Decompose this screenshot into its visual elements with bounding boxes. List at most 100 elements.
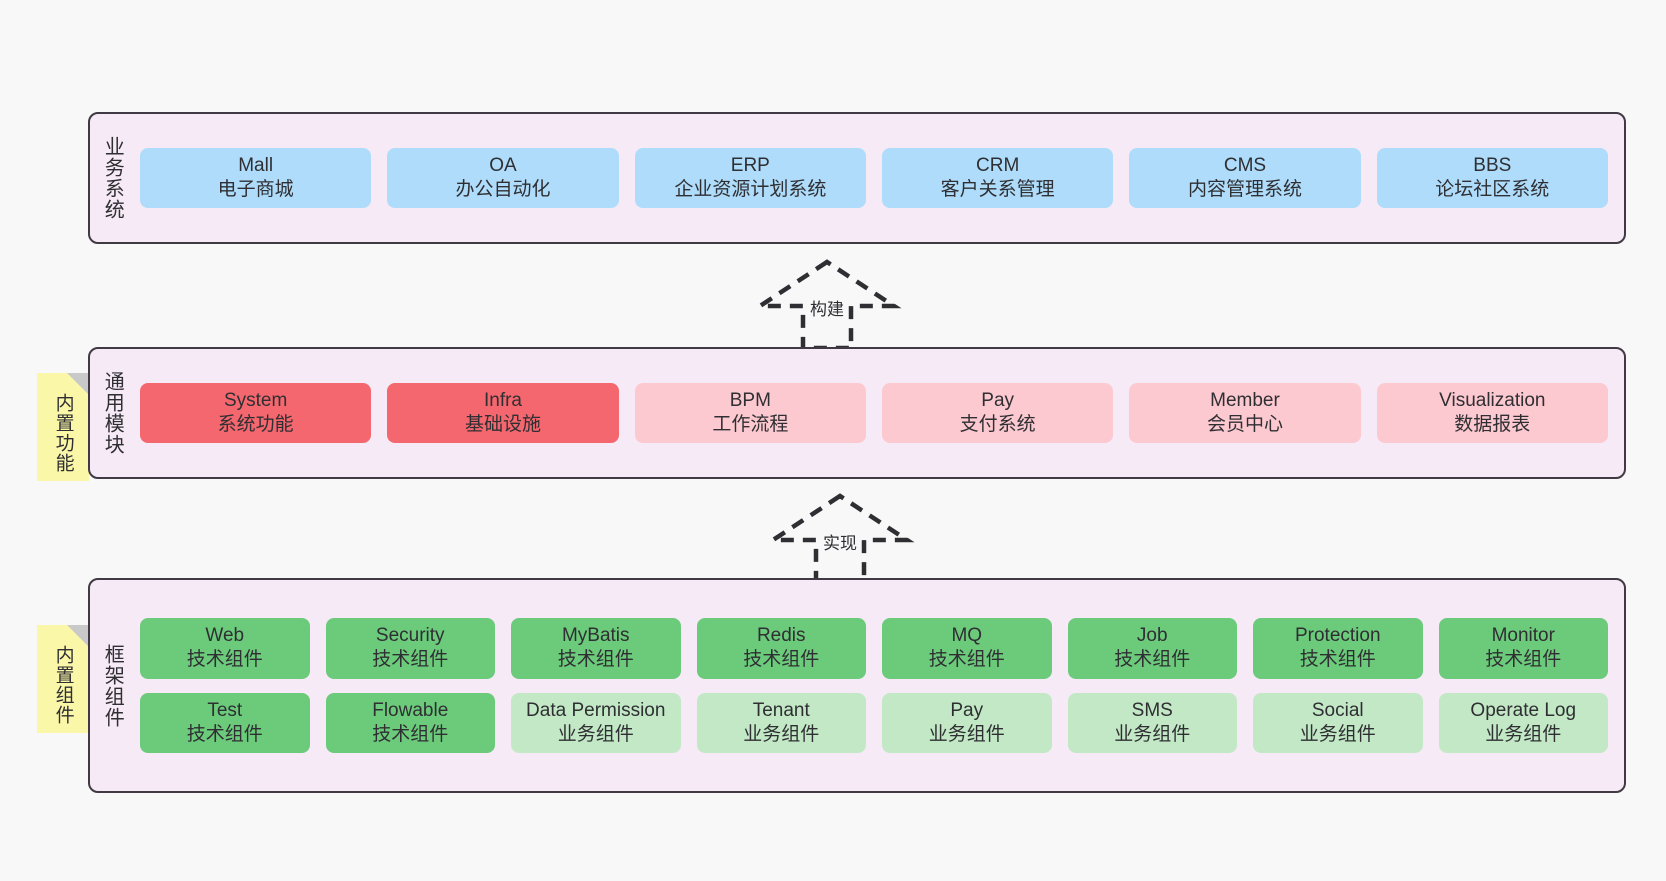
module-card-security[interactable]: Security 技术组件 (325, 617, 495, 679)
module-subtitle: 企业资源计划系统 (674, 179, 827, 200)
connector-build-label: 构建 (810, 300, 844, 319)
module-title: Redis (756, 624, 806, 646)
module-subtitle: 技术组件 (1485, 649, 1562, 671)
connector-build-arrow (752, 258, 905, 351)
layer-body-framework-components: Web 技术组件 Security 技术组件 MyBatis 技术组件 Redi… (134, 580, 1624, 791)
module-card-mq[interactable]: MQ 技术组件 (882, 617, 1052, 679)
module-subtitle: 业务组件 (557, 723, 634, 745)
sticky-note-builtin-function: 内置功能 (37, 373, 89, 481)
module-card-system[interactable]: System 系统功能 (140, 382, 372, 444)
note-label: 内置组件 (52, 645, 74, 725)
module-card-redis[interactable]: Redis 技术组件 (696, 617, 866, 679)
module-title: Job (1136, 624, 1168, 646)
module-subtitle: 工作流程 (712, 414, 789, 435)
module-subtitle: 技术组件 (372, 649, 449, 671)
module-title: Security (375, 624, 445, 646)
module-title: Member (1210, 389, 1280, 411)
module-title: OA (489, 154, 517, 176)
module-subtitle: 业务组件 (1114, 723, 1191, 745)
connector-implement-label: 实现 (823, 534, 857, 553)
module-subtitle: 办公自动化 (455, 179, 551, 200)
connector-implement-arrow (765, 492, 918, 585)
module-subtitle: 电子商城 (217, 179, 294, 200)
module-card-test[interactable]: Test 技术组件 (140, 692, 310, 754)
module-card-tenant[interactable]: Tenant 业务组件 (696, 692, 866, 754)
module-title: Flowable (372, 699, 449, 721)
module-card-mybatis[interactable]: MyBatis 技术组件 (511, 617, 681, 679)
module-card-social[interactable]: Social 业务组件 (1253, 692, 1423, 754)
module-title: MyBatis (561, 624, 630, 646)
module-subtitle: 客户关系管理 (940, 179, 1055, 200)
module-subtitle: 业务组件 (743, 723, 820, 745)
layer-panel-business-systems: 业务系统 Mall 电子商城 OA 办公自动化 ERP 企业资源计划系统 CRM… (88, 112, 1626, 244)
module-subtitle: 技术组件 (186, 723, 263, 745)
module-title: System (223, 389, 288, 411)
module-subtitle: 业务组件 (928, 723, 1005, 745)
module-title: Web (205, 624, 245, 646)
module-title: Visualization (1439, 389, 1546, 411)
module-title: Operate Log (1470, 699, 1577, 721)
module-card-flowable[interactable]: Flowable 技术组件 (325, 692, 495, 754)
layer-label-common-modules: 通用模块 (101, 371, 124, 455)
module-card-visualization[interactable]: Visualization 数据报表 (1376, 382, 1608, 444)
layer-label-framework-components: 框架组件 (101, 643, 124, 728)
module-card-monitor[interactable]: Monitor 技术组件 (1438, 617, 1608, 679)
layer-row: Test 技术组件 Flowable 技术组件 Data Permission … (140, 692, 1608, 754)
module-card-erp[interactable]: ERP 企业资源计划系统 (634, 147, 866, 209)
module-title: Data Permission (526, 699, 666, 721)
module-subtitle: 技术组件 (1299, 649, 1376, 671)
module-subtitle: 会员中心 (1206, 414, 1283, 435)
module-card-bpm[interactable]: BPM 工作流程 (634, 382, 866, 444)
module-card-crm[interactable]: CRM 客户关系管理 (881, 147, 1114, 209)
module-card-job[interactable]: Job 技术组件 (1067, 617, 1237, 679)
module-subtitle: 支付系统 (959, 414, 1036, 435)
module-subtitle: 数据报表 (1454, 414, 1531, 435)
module-subtitle: 系统功能 (217, 414, 294, 435)
module-subtitle: 技术组件 (928, 649, 1005, 671)
module-subtitle: 技术组件 (372, 723, 449, 745)
note-label: 内置功能 (52, 393, 74, 473)
note-fold-corner-icon (67, 625, 89, 647)
module-card-cms[interactable]: CMS 内容管理系统 (1129, 147, 1361, 209)
layer-row: Mall 电子商城 OA 办公自动化 ERP 企业资源计划系统 CRM 客户关系… (140, 147, 1608, 209)
layer-label-business-systems: 业务系统 (101, 136, 124, 220)
module-card-mall[interactable]: Mall 电子商城 (140, 147, 372, 209)
module-card-oa[interactable]: OA 办公自动化 (387, 147, 619, 209)
module-title: Monitor (1491, 624, 1555, 646)
module-card-bbs[interactable]: BBS 论坛社区系统 (1376, 147, 1608, 209)
sticky-note-builtin-component: 内置组件 (37, 625, 89, 733)
module-title: MQ (951, 624, 983, 646)
module-subtitle: 技术组件 (186, 649, 263, 671)
module-title: Tenant (752, 699, 810, 721)
module-title: Mall (238, 154, 274, 176)
module-card-infra[interactable]: Infra 基础设施 (387, 382, 619, 444)
layer-row: System 系统功能 Infra 基础设施 BPM 工作流程 Pay 支付系统… (140, 382, 1608, 444)
module-subtitle: 基础设施 (464, 414, 541, 435)
module-subtitle: 论坛社区系统 (1435, 179, 1550, 200)
layer-body-business-systems: Mall 电子商城 OA 办公自动化 ERP 企业资源计划系统 CRM 客户关系… (134, 114, 1624, 242)
module-subtitle: 业务组件 (1299, 723, 1376, 745)
module-card-pay[interactable]: Pay 支付系统 (881, 382, 1114, 444)
module-card-web[interactable]: Web 技术组件 (140, 617, 310, 679)
module-title: ERP (730, 154, 770, 176)
module-card-protection[interactable]: Protection 技术组件 (1253, 617, 1423, 679)
layer-body-common-modules: System 系统功能 Infra 基础设施 BPM 工作流程 Pay 支付系统… (134, 349, 1624, 477)
module-card-data-permission[interactable]: Data Permission 业务组件 (511, 692, 681, 754)
layer-panel-framework-components: 框架组件 Web 技术组件 Security 技术组件 MyBatis 技术组件… (88, 578, 1626, 793)
module-card-sms[interactable]: SMS 业务组件 (1067, 692, 1237, 754)
module-card-pay-business[interactable]: Pay 业务组件 (882, 692, 1052, 754)
module-title: Pay (950, 699, 984, 721)
module-subtitle: 内容管理系统 (1187, 179, 1302, 200)
module-subtitle: 业务组件 (1485, 723, 1562, 745)
layer-row: Web 技术组件 Security 技术组件 MyBatis 技术组件 Redi… (140, 617, 1608, 679)
module-subtitle: 技术组件 (1114, 649, 1191, 671)
module-title: Social (1311, 699, 1364, 721)
module-card-member[interactable]: Member 会员中心 (1129, 382, 1361, 444)
module-card-operate-log[interactable]: Operate Log 业务组件 (1438, 692, 1608, 754)
module-subtitle: 技术组件 (557, 649, 634, 671)
module-title: Infra (483, 389, 522, 411)
module-title: CMS (1223, 154, 1267, 176)
layer-panel-common-modules: 通用模块 System 系统功能 Infra 基础设施 BPM 工作流程 Pay… (88, 347, 1626, 479)
module-title: Pay (981, 389, 1015, 411)
